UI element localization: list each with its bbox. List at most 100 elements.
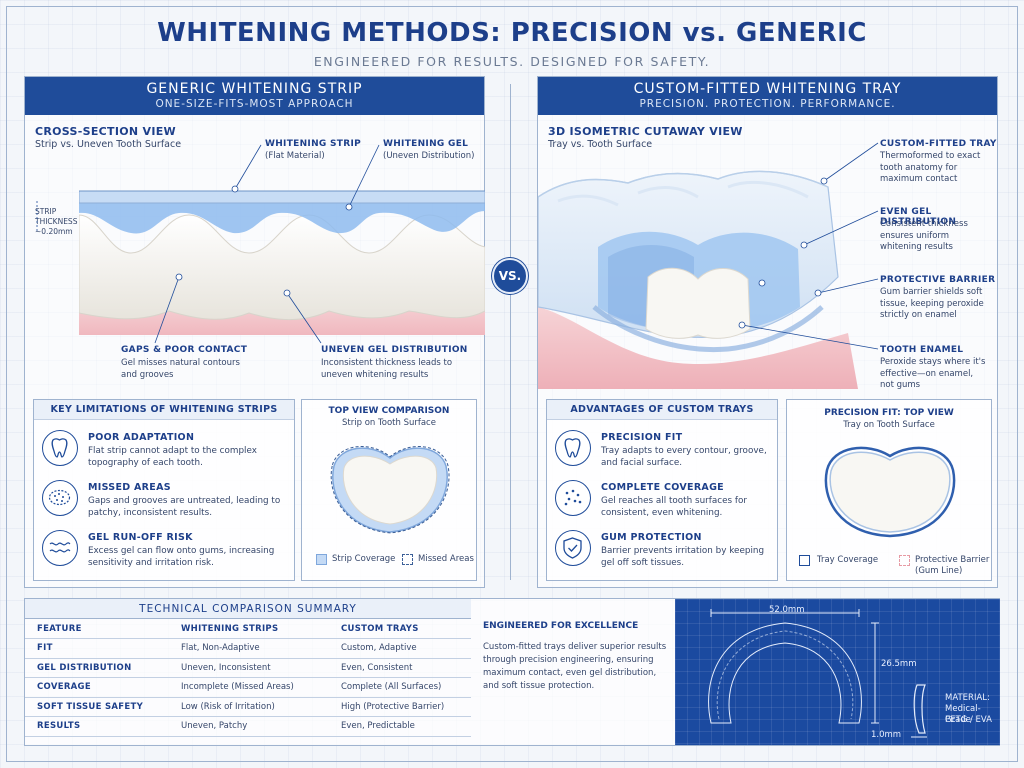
limitation-2-body: Gaps and grooves are untreated, leading … (88, 496, 281, 518)
limitations-title: KEY LIMITATIONS OF WHITENING STRIPS (34, 400, 294, 420)
outer-frame (6, 6, 1018, 762)
strip-top-view-illustration (330, 446, 450, 534)
callout-whitening-gel-body: (Uneven Distribution) (383, 151, 475, 161)
row-label: RESULTS (25, 716, 169, 737)
legend-gum-line: (Gum Line) (915, 566, 963, 576)
tray-blueprint-drawing (708, 609, 927, 738)
tray-top-view-box: PRECISION FIT: TOP VIEW Tray on Tooth Su… (786, 399, 992, 581)
callout-even-gel-body: Consistent thickness ensures uniform whi… (880, 219, 968, 252)
strip-top-view-box: TOP VIEW COMPARISON Strip on Tooth Surfa… (301, 399, 477, 581)
dots-icon (555, 480, 591, 516)
strip-panel-header: GENERIC WHITENING STRIP ONE-SIZE-FITS-MO… (25, 77, 484, 115)
table-cell: Even, Predictable (329, 716, 471, 737)
page-title: WHITENING METHODS: PRECISION vs. GENERIC (157, 18, 867, 48)
table-cell: Custom, Adaptive (329, 638, 471, 659)
limitation-1-body: Flat strip cannot adapt to the complex t… (88, 446, 257, 468)
callout-enamel-body: Peroxide stays where it's effective—on e… (880, 357, 986, 390)
legend-barrier-swatch (899, 555, 910, 566)
blueprint-material-1: MATERIAL: (945, 693, 990, 703)
dotted-area-icon (42, 480, 78, 516)
callout-gaps-body: Gel misses natural contours and grooves (121, 358, 240, 380)
table-cell: Uneven, Patchy (169, 716, 329, 737)
limitation-3-title: GEL RUN-OFF RISK (88, 532, 193, 543)
callout-whitening-gel-title: WHITENING GEL (383, 139, 469, 149)
table-row: SOFT TISSUE SAFETY Low (Risk of Irritati… (25, 697, 471, 717)
shield-check-icon (555, 530, 591, 566)
table-row: GEL DISTRIBUTION Uneven, Inconsistent Ev… (25, 658, 471, 678)
advantages-title: ADVANTAGES OF CUSTOM TRAYS (547, 400, 777, 420)
legend-barrier: Protective Barrier (915, 555, 990, 565)
column-header: WHITENING STRIPS (169, 619, 329, 639)
technical-summary-panel: TECHNICAL COMPARISON SUMMARY FEATURE WHI… (24, 598, 1000, 746)
table-cell: Incomplete (Missed Areas) (169, 677, 329, 698)
callout-whitening-strip-body: (Flat Material) (265, 151, 325, 161)
tray-blueprint: 52.0mm 26.5mm 1.0mm MATERIAL: Medical-Gr… (675, 599, 1000, 745)
tooth-icon (555, 430, 591, 466)
tooth-icon (42, 430, 78, 466)
tray-panel-header: CUSTOM-FITTED WHITENING TRAY PRECISION. … (538, 77, 997, 115)
advantage-3-title: GUM PROTECTION (601, 532, 702, 543)
tray-panel-title: CUSTOM-FITTED WHITENING TRAY (633, 81, 902, 97)
blueprint-material-2: Medical-Grade (945, 704, 981, 725)
legend-tray-coverage: Tray Coverage (817, 555, 879, 565)
advantage-2-title: COMPLETE COVERAGE (601, 482, 724, 493)
strip-panel-subtitle: ONE-SIZE-FITS-MOST APPROACH (155, 98, 354, 110)
row-label: SOFT TISSUE SAFETY (25, 697, 169, 717)
table-cell: Complete (All Surfaces) (329, 677, 471, 698)
legend-missed-areas-swatch (402, 554, 413, 565)
page-subtitle: ENGINEERED FOR RESULTS. DESIGNED FOR SAF… (313, 54, 711, 69)
table-cell: High (Protective Barrier) (329, 697, 471, 717)
cutaway-title: 3D ISOMETRIC CUTAWAY VIEW (548, 125, 743, 138)
callout-uneven-gel-body: Inconsistent thickness leads to uneven w… (321, 358, 453, 380)
advantage-1-title: PRECISION FIT (601, 432, 683, 443)
tray-panel-subtitle: PRECISION. PROTECTION. PERFORMANCE. (639, 98, 896, 110)
strip-thickness-label-1: STRIP (35, 207, 57, 216)
limitation-3-body: Excess gel can flow onto gums, increasin… (88, 546, 275, 568)
callout-uneven-gel-title: UNEVEN GEL DISTRIBUTION (321, 345, 468, 355)
strip-cross-section-illustration (79, 190, 485, 335)
advantage-1-body: Tray adapts to every contour, groove, an… (601, 446, 767, 468)
limitation-1-title: POOR ADAPTATION (88, 432, 195, 443)
cutaway-subtitle: Tray vs. Tooth Surface (548, 139, 653, 150)
table-row: RESULTS Uneven, Patchy Even, Predictable (25, 716, 471, 737)
limitation-2-title: MISSED AREAS (88, 482, 171, 493)
excellence-body: Custom-fitted trays deliver superior res… (483, 642, 667, 691)
strip-top-view-title: TOP VIEW COMPARISON (328, 406, 450, 416)
cross-section-title: CROSS-SECTION VIEW (35, 125, 176, 138)
row-label: FIT (25, 638, 169, 659)
callout-whitening-strip-title: WHITENING STRIP (265, 139, 362, 149)
advantages-box: ADVANTAGES OF CUSTOM TRAYS PRECISION FIT… (546, 399, 778, 581)
tray-top-view-title: PRECISION FIT: TOP VIEW (824, 408, 954, 418)
center-divider (510, 84, 511, 580)
blueprint-height-label: 26.5mm (881, 659, 917, 669)
strip-panel-title: GENERIC WHITENING STRIP (146, 81, 363, 97)
callout-gaps-title: GAPS & POOR CONTACT (121, 345, 248, 355)
row-label: COVERAGE (25, 677, 169, 698)
table-cell: Flat, Non-Adaptive (169, 638, 329, 659)
advantage-2-body: Gel reaches all tooth surfaces for consi… (601, 496, 747, 518)
strip-top-view-subtitle: Strip on Tooth Surface (342, 418, 436, 428)
table-header-row: FEATURE WHITENING STRIPS CUSTOM TRAYS (25, 619, 471, 639)
strip-thickness-label-2: THICKNESS (35, 217, 78, 226)
table-row: COVERAGE Incomplete (Missed Areas) Compl… (25, 677, 471, 698)
blueprint-width-label: 52.0mm (769, 605, 805, 615)
callout-enamel-title: TOOTH ENAMEL (880, 345, 964, 355)
table-cell: Uneven, Inconsistent (169, 658, 329, 678)
tray-top-view-subtitle: Tray on Tooth Surface (843, 420, 935, 430)
tray-top-view-illustration (824, 446, 956, 538)
legend-strip-coverage: Strip Coverage (332, 554, 396, 564)
column-header: CUSTOM TRAYS (329, 619, 471, 639)
callout-even-gel-title: EVEN GEL DISTRIBUTION (880, 207, 957, 227)
cross-section-subtitle: Strip vs. Uneven Tooth Surface (35, 139, 182, 150)
legend-missed-areas: Missed Areas (418, 554, 474, 564)
callout-custom-tray-title: CUSTOM-FITTED TRAY (880, 139, 997, 149)
vs-badge: VS. (492, 258, 528, 294)
tray-cutaway-illustration (538, 170, 858, 389)
tray-panel: CUSTOM-FITTED WHITENING TRAY PRECISION. … (537, 76, 998, 588)
row-label: GEL DISTRIBUTION (25, 658, 169, 678)
column-header: FEATURE (25, 619, 169, 639)
wave-icon (42, 530, 78, 566)
table-cell: Low (Risk of Irritation) (169, 697, 329, 717)
blueprint-thickness-label: 1.0mm (871, 730, 902, 740)
strip-panel: GENERIC WHITENING STRIP ONE-SIZE-FITS-MO… (24, 76, 485, 588)
